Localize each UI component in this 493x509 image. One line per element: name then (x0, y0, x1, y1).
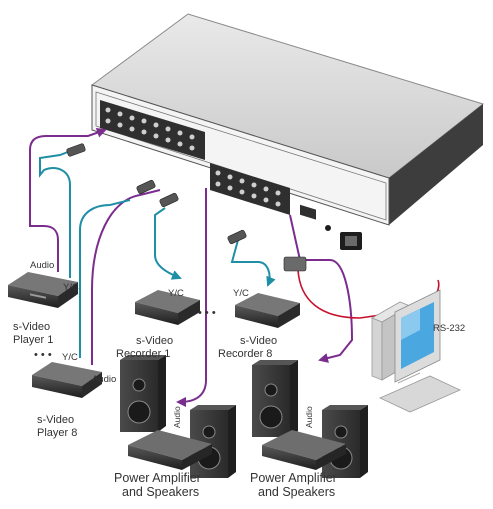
recorder-1-device (135, 290, 200, 325)
recorder8-name-line2: Recorder 8 (218, 348, 272, 360)
player1-name-line2: Player 1 (13, 334, 53, 346)
amplifier-speakers-right (252, 360, 368, 478)
player1-name-line1: s-Video (13, 321, 50, 333)
player8-name-line1: s-Video (37, 414, 74, 426)
video-cables (39, 147, 276, 358)
cable-connectors (66, 143, 307, 272)
yc-label-player8: Y/C (62, 352, 78, 363)
amp2-name-line1: Power Amplifier (250, 471, 337, 485)
recorder1-name-line2: Recorder 1 (116, 348, 170, 360)
rs232-cable (297, 269, 440, 319)
audio-label-amp1: Audio (172, 406, 182, 428)
yc-label-recorder1: Y/C (168, 288, 184, 299)
audio-cables (29, 127, 354, 407)
recorders-ellipsis: • • • (198, 307, 216, 319)
players-ellipsis: • • • (34, 349, 52, 361)
player8-name-line2: Player 8 (37, 427, 77, 439)
audio-label-player8: Audio (92, 374, 116, 385)
amp1-name-line1: Power Amplifier (114, 471, 201, 485)
rs232-label: RS-232 (433, 323, 465, 334)
computer-icon (371, 289, 461, 413)
matrix-switcher (90, 13, 485, 250)
player-8-device (32, 362, 102, 398)
amp1-name-line2: and Speakers (122, 485, 199, 499)
recorder-8-device (235, 293, 300, 328)
player-1-device (8, 272, 78, 308)
audio-label-player1: Audio (30, 260, 54, 271)
yc-label-recorder8: Y/C (233, 288, 249, 299)
amplifier-speakers-left (120, 355, 236, 478)
yc-label-player1: Y/C (63, 282, 79, 293)
recorder8-name-line1: s-Video (240, 335, 277, 347)
recorder1-name-line1: s-Video (136, 335, 173, 347)
audio-label-amp2: Audio (304, 406, 314, 428)
amp2-name-line2: and Speakers (258, 485, 335, 499)
